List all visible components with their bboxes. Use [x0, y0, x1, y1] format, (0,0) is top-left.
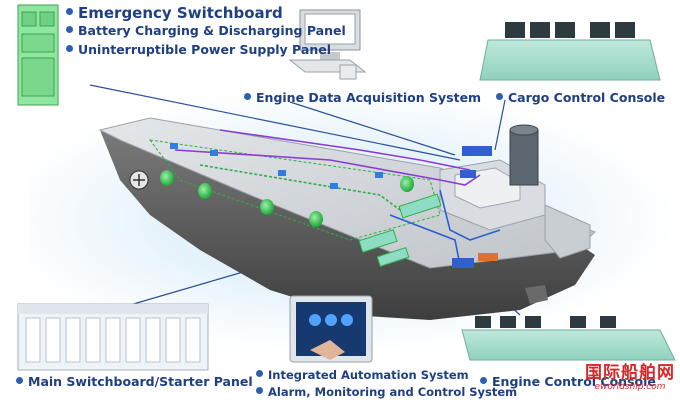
- emergency-switchboard-image: [17, 4, 59, 106]
- porthole: [160, 170, 174, 186]
- integrated-automation-label: Integrated Automation System: [256, 369, 469, 382]
- porthole: [400, 176, 414, 192]
- emergency-switchboard-label: Emergency Switchboard: [66, 6, 283, 21]
- watermark-english: eworldship.com: [594, 382, 666, 392]
- rudder: [525, 285, 548, 304]
- superstructure: [439, 124, 546, 231]
- bullet-icon: [66, 26, 73, 33]
- cargo-hold-outline: [148, 139, 441, 241]
- engine-control-label: Engine Control Console: [480, 375, 656, 389]
- onboard-panels: [358, 193, 442, 268]
- bullet-icon: [16, 377, 23, 384]
- bullet-icon: [66, 8, 73, 15]
- bullet-icon: [244, 93, 251, 100]
- bullet-icon: [496, 93, 503, 100]
- cargo-console-label: Cargo Control Console: [496, 91, 665, 105]
- alarm-monitoring-label: Alarm, Monitoring and Control System: [256, 386, 517, 399]
- main-switchboard-image: [17, 303, 209, 371]
- equipment-markers: [170, 143, 498, 268]
- porthole: [309, 211, 323, 227]
- main-switchboard-label: Main Switchboard/Starter Panel: [16, 375, 253, 389]
- watermark-chinese: 国际船舶网: [585, 363, 675, 383]
- stern-structure: [544, 204, 591, 259]
- integrated-automation-panel-image: [289, 295, 373, 363]
- engine-control-console-image: [461, 316, 676, 361]
- porthole: [198, 183, 212, 199]
- engine-data-computer-image: [288, 9, 367, 80]
- bullet-icon: [256, 370, 263, 377]
- watermark: 国际船舶网 eworldship.com: [584, 364, 676, 393]
- bow-fan-icon: [129, 170, 149, 190]
- cable-routes: [174, 129, 501, 266]
- ship-hull: [100, 130, 595, 320]
- engine-data-label: Engine Data Acquisition System: [244, 91, 481, 105]
- bullet-icon: [66, 45, 73, 52]
- ups-panel-label: Uninterruptible Power Supply Panel: [66, 43, 331, 57]
- bullet-icon: [256, 387, 263, 394]
- battery-panel-label: Battery Charging & Discharging Panel: [66, 24, 346, 38]
- porthole: [260, 199, 274, 215]
- cargo-control-console-image: [479, 22, 661, 81]
- portholes: [160, 170, 414, 227]
- bullet-icon: [480, 377, 487, 384]
